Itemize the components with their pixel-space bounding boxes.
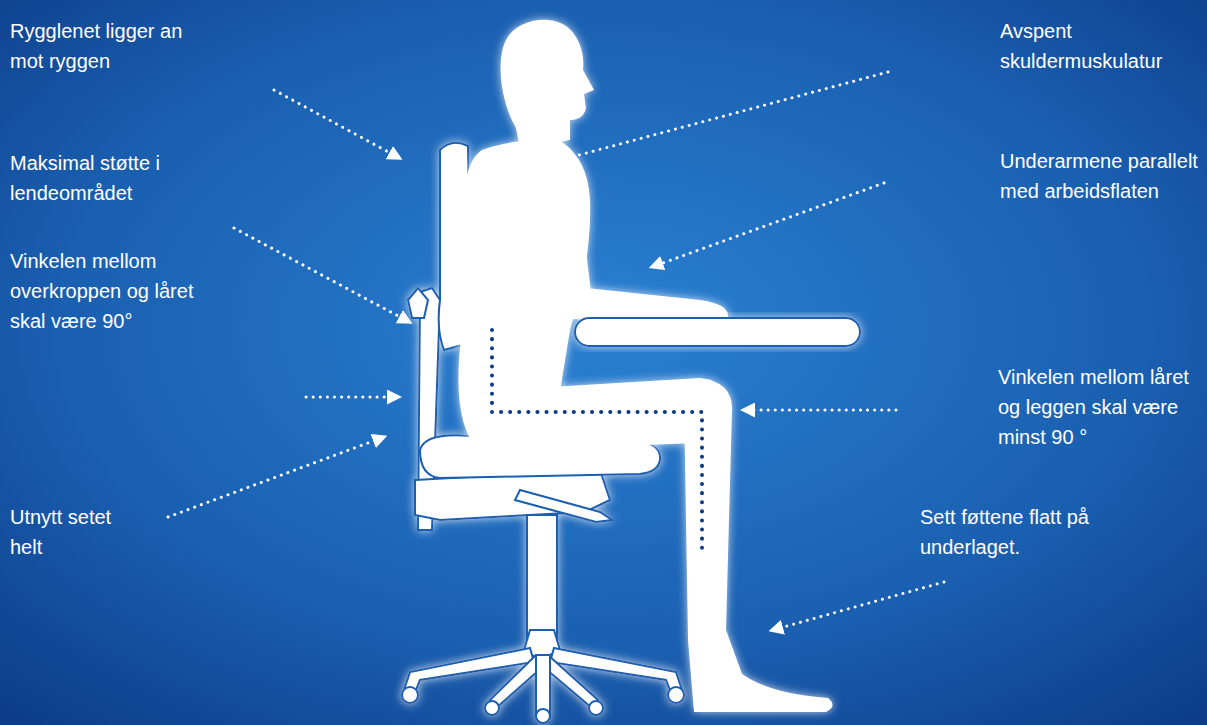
callout-label: Rygglenet ligger an mot ryggen <box>10 16 220 76</box>
leader-lines <box>168 72 944 628</box>
wheel <box>485 701 499 715</box>
gas-column <box>527 515 557 640</box>
callout-label: Vinkelen mellom låret og leggen skal vær… <box>998 362 1204 452</box>
callout-label: Utnytt setet helt <box>10 502 120 562</box>
leader-line <box>752 409 896 412</box>
wheel <box>589 701 603 715</box>
leader-line <box>234 228 402 318</box>
callout-label: Vinkelen mellom overkroppen og låret ska… <box>10 246 215 336</box>
backrest-knob <box>408 288 428 318</box>
wheel <box>536 709 550 723</box>
wheel <box>402 687 418 703</box>
person-silhouette <box>458 20 832 712</box>
angle-guide <box>492 330 702 552</box>
desk-surface <box>575 318 860 346</box>
leader-line <box>660 183 884 264</box>
head <box>501 20 594 150</box>
leader-line <box>568 72 888 158</box>
callout-label: Avspent skuldermuskulatur <box>1000 16 1200 76</box>
leader-line <box>306 396 390 399</box>
callout-label: Sett føttene flatt på underlaget. <box>920 502 1180 562</box>
leader-line <box>780 582 944 628</box>
wheel <box>668 687 684 703</box>
base-leg <box>536 655 550 717</box>
leader-line <box>274 90 392 154</box>
leader-line <box>168 440 376 517</box>
lower-leg <box>684 400 833 712</box>
callout-label: Underarmene parallelt med arbeidsflaten <box>1000 146 1200 206</box>
callout-label: Maksimal støtte i lendeområdet <box>10 148 220 208</box>
